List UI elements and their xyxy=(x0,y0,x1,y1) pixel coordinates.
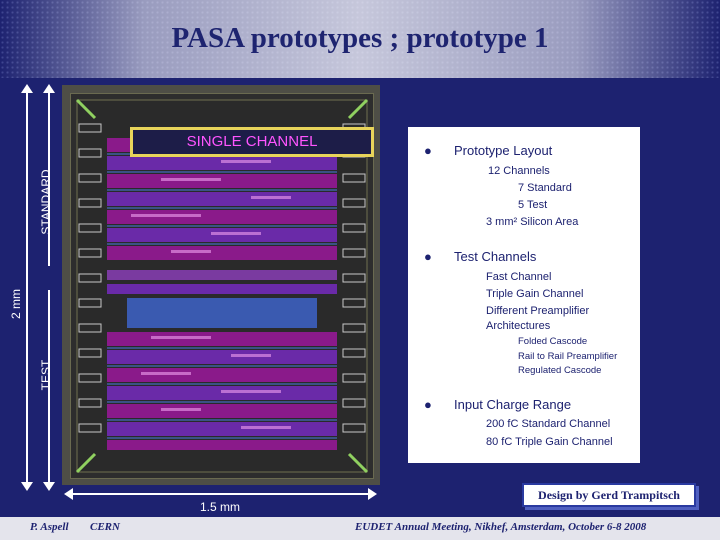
sub-sub-line: Rail to Rail Preamplifier xyxy=(518,351,618,362)
sub-line: Fast Channel xyxy=(486,271,552,283)
sub-sub-line: Regulated Cascode xyxy=(518,365,602,376)
title-band xyxy=(0,0,720,78)
sub-line: 12 Channels xyxy=(488,165,550,177)
width-label: 1.5 mm xyxy=(199,500,240,514)
standard-arrow-up-icon xyxy=(43,84,55,93)
test-arrow-down-icon xyxy=(43,482,55,491)
bullet-dot-icon: ● xyxy=(424,397,432,412)
design-credit: Design by Gerd Trampitsch xyxy=(522,483,696,507)
sub-line: Triple Gain Channel xyxy=(486,288,584,300)
sub-line: Architectures xyxy=(486,320,551,332)
test-dimension-line xyxy=(48,290,50,486)
chip-layout-image xyxy=(62,85,380,485)
footer-author: P. Aspell xyxy=(30,521,69,533)
standard-dimension-line xyxy=(48,88,50,266)
chip-layout-drawing xyxy=(75,98,369,474)
sub-line: Different Preamplifier xyxy=(486,305,590,317)
description-panel: ● Prototype Layout 12 Channels 7 Standar… xyxy=(408,127,640,463)
width-arrow-right-icon xyxy=(368,488,377,500)
sub-line: 200 fC Standard Channel xyxy=(486,418,611,430)
width-arrow-left-icon xyxy=(64,488,73,500)
sub-line: 7 Standard xyxy=(518,182,572,194)
sub-line: 80 fC Triple Gain Channel xyxy=(486,436,613,448)
test-label: TEST xyxy=(39,359,53,391)
footer-event: EUDET Annual Meeting, Nikhef, Amsterdam,… xyxy=(355,521,647,533)
height-arrow-up-icon xyxy=(21,84,33,93)
sub-sub-line: Folded Cascode xyxy=(518,336,588,347)
height-arrow-down-icon xyxy=(21,482,33,491)
width-dimension-line xyxy=(68,493,372,495)
chip-core xyxy=(70,93,374,479)
slide-title: PASA prototypes ; prototype 1 xyxy=(171,22,549,54)
bullet-dot-icon: ● xyxy=(424,249,432,264)
standard-label: STANDARD xyxy=(39,169,53,235)
bullet-dot-icon: ● xyxy=(424,143,432,158)
height-dimension-line xyxy=(26,88,28,486)
footer-org: CERN xyxy=(90,521,120,533)
sub-line: 5 Test xyxy=(518,199,548,211)
height-label: 2 mm xyxy=(9,289,23,319)
sub-line: 3 mm² Silicon Area xyxy=(486,216,579,228)
footer-bar xyxy=(0,517,720,540)
single-channel-highlight: SINGLE CHANNEL xyxy=(130,127,374,157)
